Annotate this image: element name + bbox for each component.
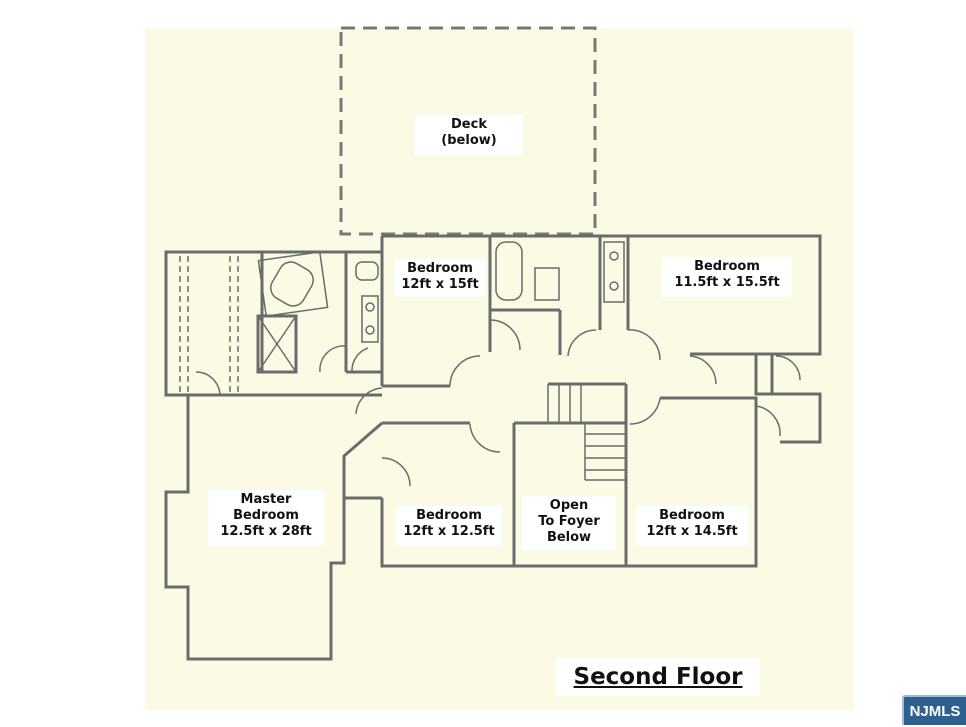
room-label-bedroom-4: Bedroom 12ft x 12.5ft <box>396 506 502 546</box>
room-label-bedroom-3: Bedroom 11.5ft x 15.5ft <box>662 257 792 297</box>
room-label-master-bedroom: Master Bedroom 12.5ft x 28ft <box>208 490 324 546</box>
deck-outline <box>339 26 597 236</box>
door-swings <box>195 319 801 487</box>
floor-title: Second Floor <box>556 658 760 696</box>
staircase <box>547 384 626 481</box>
room-label-open-to-foyer: Open To Foyer Below <box>522 496 616 550</box>
njmls-logo: NJMLS <box>902 695 966 725</box>
room-label-bedroom-5: Bedroom 12ft x 14.5ft <box>636 506 748 546</box>
walls <box>164 234 822 661</box>
bath-fixtures <box>257 241 625 343</box>
room-label-deck: Deck (below) <box>415 115 523 155</box>
closet-rods <box>179 256 239 392</box>
room-label-bedroom-2: Bedroom 12ft x 15ft <box>394 259 486 297</box>
